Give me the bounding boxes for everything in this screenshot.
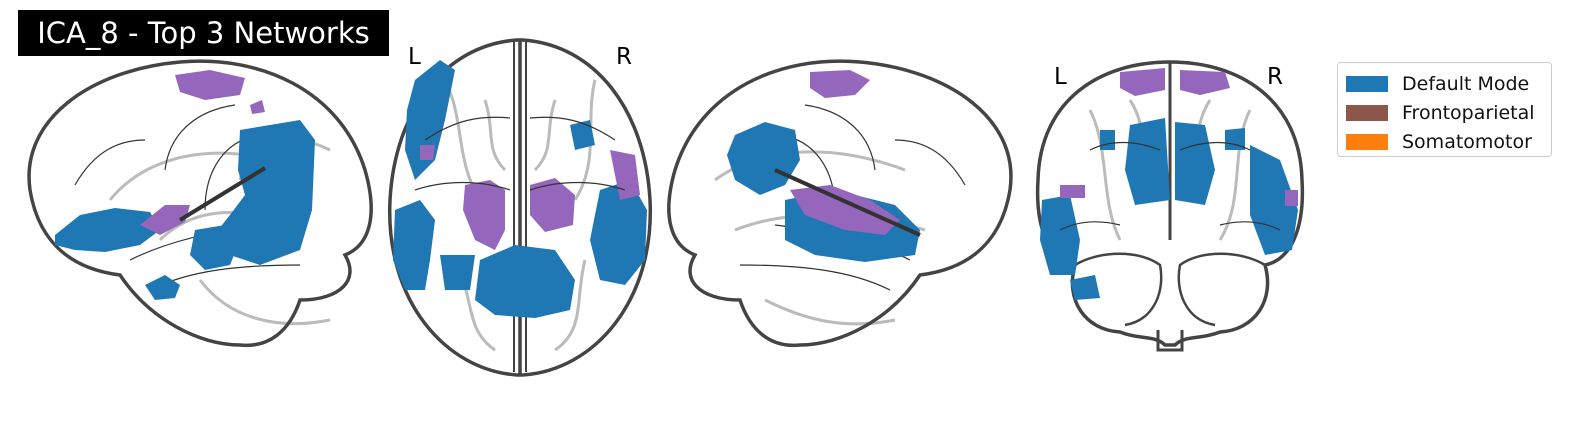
axial-left-label: L	[408, 44, 421, 70]
gyri-lines	[1059, 141, 1281, 231]
legend-label: Default Mode	[1402, 72, 1530, 95]
sagittal-left-view	[0, 0, 390, 420]
coronal-view	[1030, 0, 1320, 420]
legend-item-somatomotor: Somatomotor	[1346, 127, 1543, 156]
brain-outline	[1035, 60, 1305, 347]
secondary-overlay	[790, 70, 900, 235]
brain-outline	[27, 59, 373, 348]
default-mode-overlay	[393, 60, 647, 318]
legend: Default Mode Frontoparietal Somatomotor	[1337, 62, 1552, 157]
cerebellum-outline	[1074, 252, 1266, 327]
coronal-right-label: R	[1267, 64, 1283, 90]
gyri-lines	[414, 116, 626, 191]
legend-item-default-mode: Default Mode	[1346, 69, 1543, 98]
legend-label: Somatomotor	[1402, 130, 1532, 153]
legend-item-frontoparietal: Frontoparietal	[1346, 98, 1543, 127]
default-mode-overlay	[55, 120, 315, 300]
midline-marker	[774, 168, 921, 237]
figure-title: ICA_8 - Top 3 Networks	[18, 10, 389, 56]
secondary-overlay	[140, 70, 265, 235]
legend-swatch	[1346, 75, 1388, 92]
brain-outline	[667, 59, 1013, 348]
brain-outline	[388, 38, 652, 377]
legend-swatch	[1346, 133, 1388, 150]
coronal-left-label: L	[1054, 64, 1067, 90]
midline-marker	[178, 166, 267, 222]
secondary-overlay	[1060, 68, 1298, 206]
axial-view	[385, 0, 665, 420]
legend-swatch	[1346, 104, 1388, 121]
legend-label: Frontoparietal	[1402, 101, 1535, 124]
secondary-overlay	[420, 145, 640, 250]
axial-right-label: R	[616, 44, 632, 70]
default-mode-overlay	[1040, 118, 1298, 300]
sagittal-right-view	[665, 0, 1025, 420]
